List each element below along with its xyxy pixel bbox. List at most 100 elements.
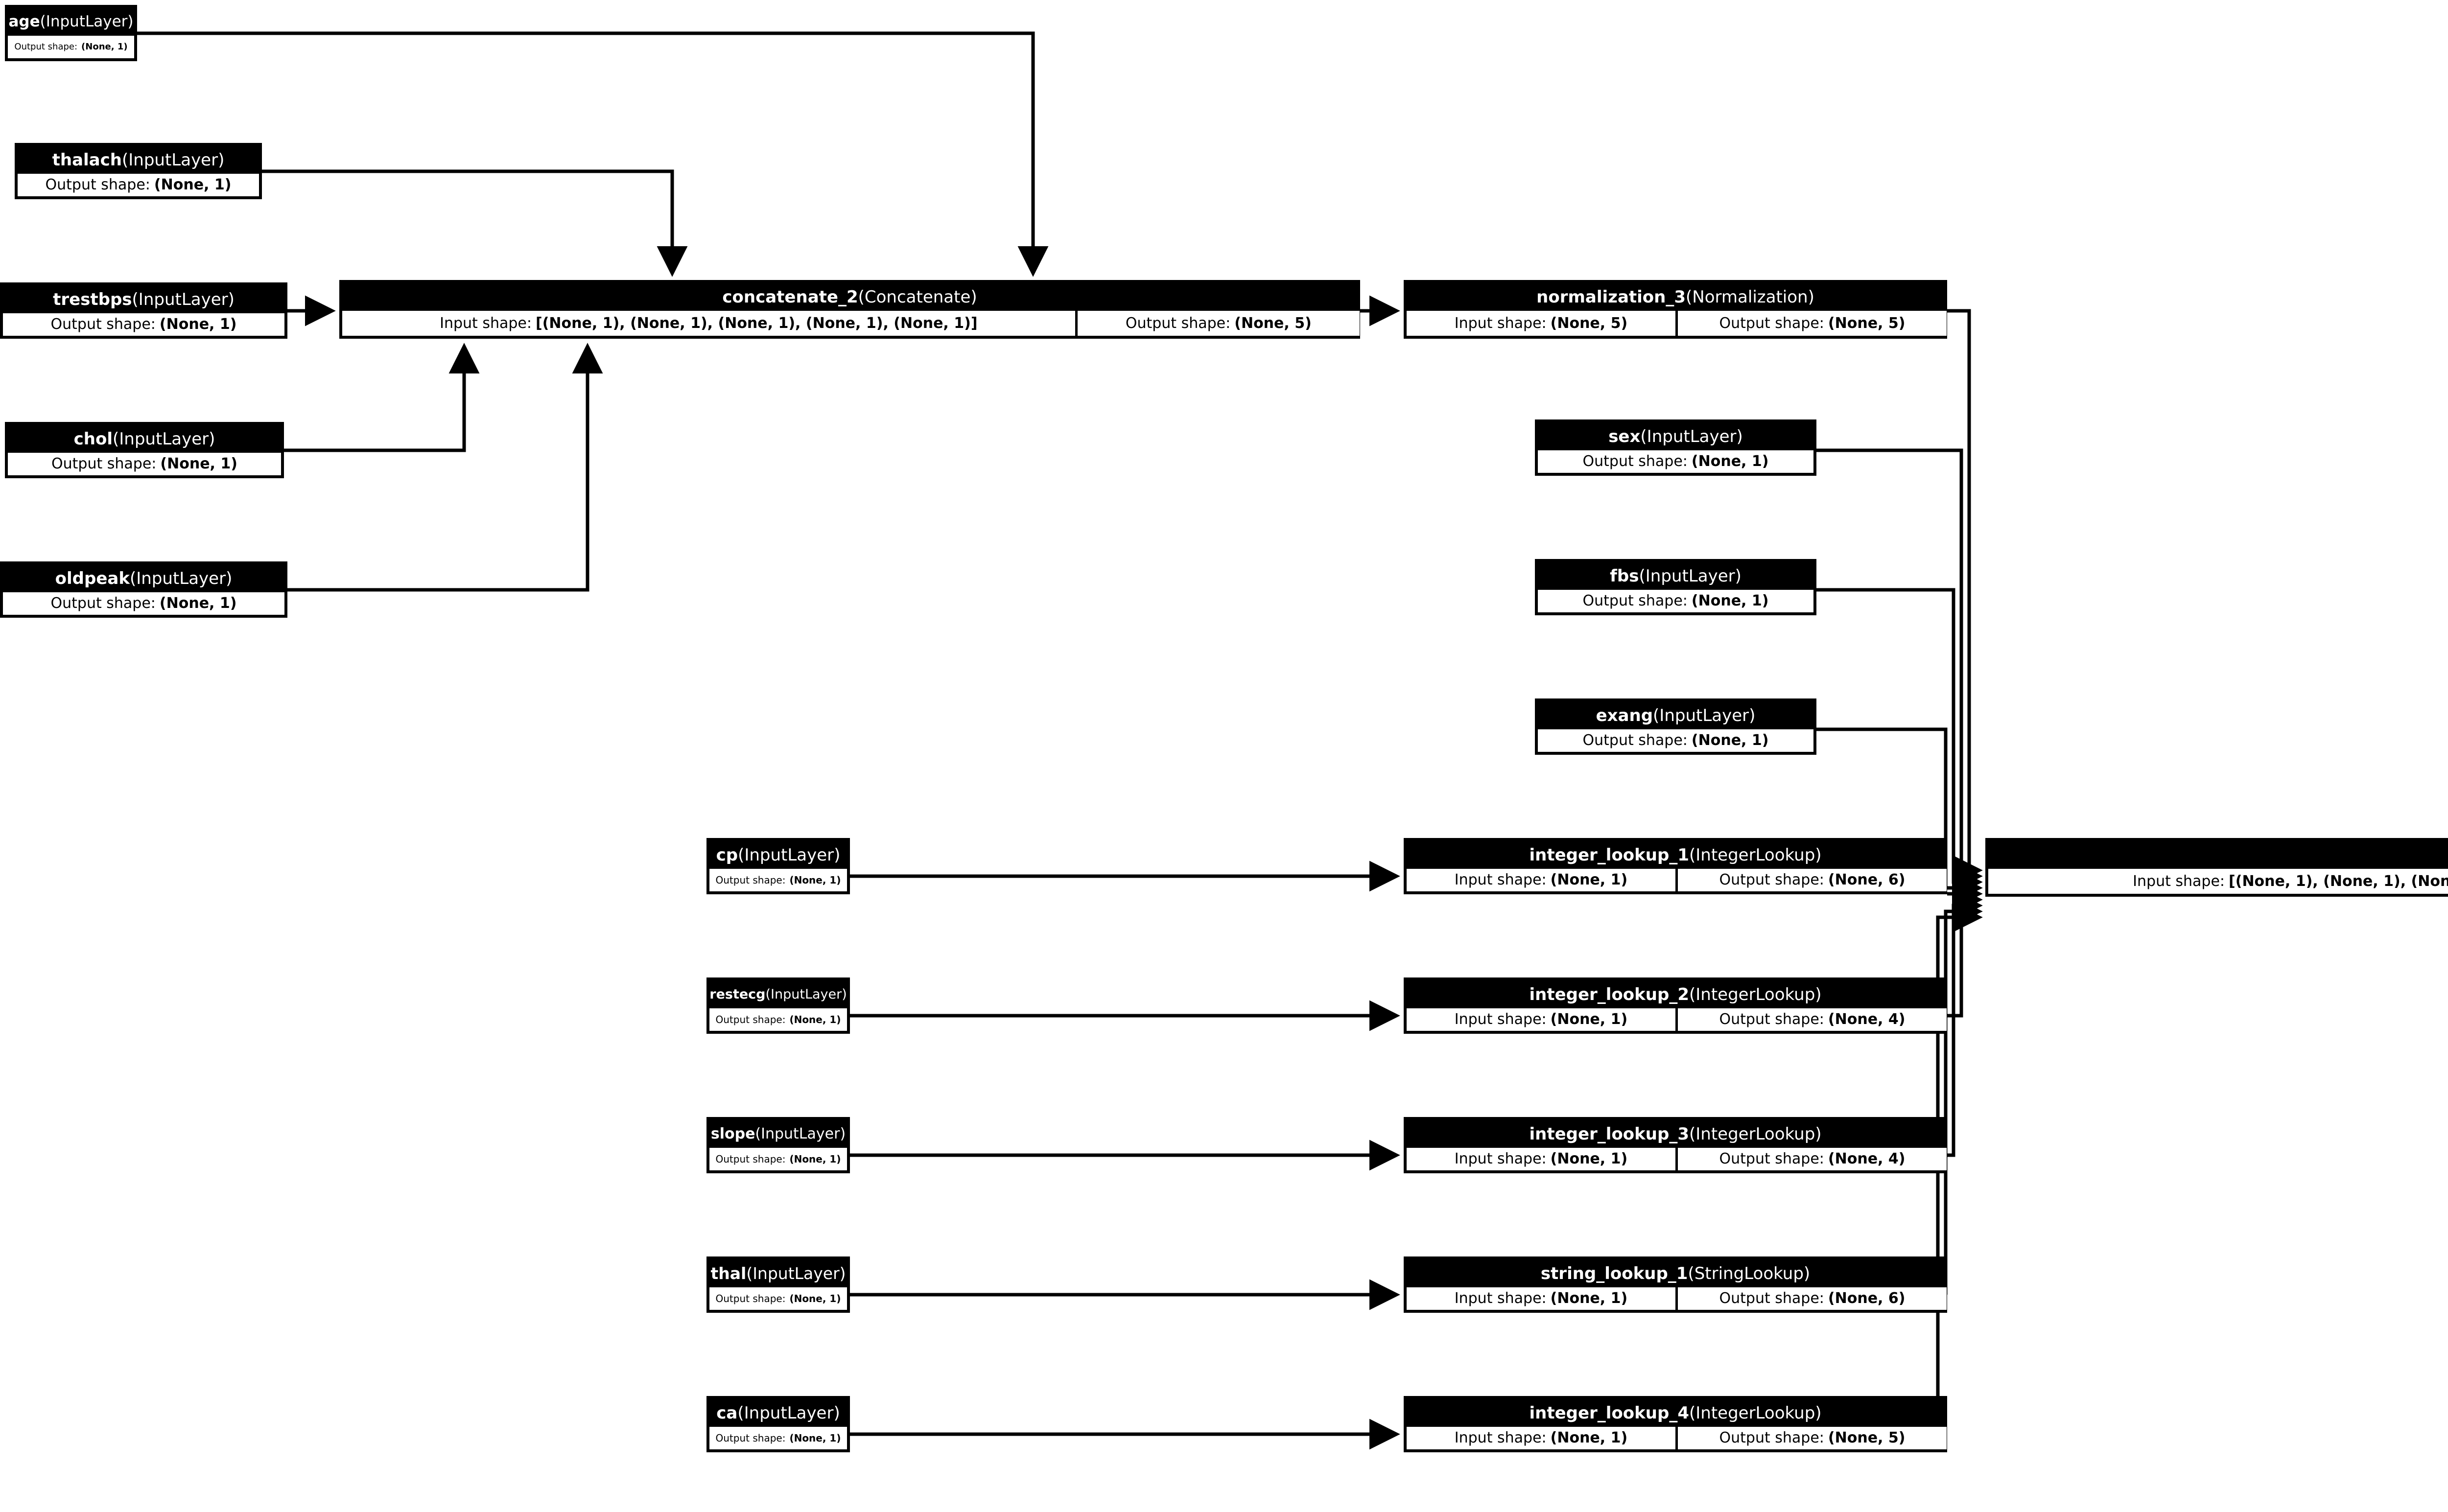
node-restecg[interactable]: restecg (InputLayer)Output shape:(None, … <box>706 977 850 1034</box>
output-shape-value: (None, 1) <box>81 42 128 52</box>
node-title-thalach: thalach (InputLayer) <box>18 146 259 174</box>
node-layer-class: (InputLayer) <box>746 1264 846 1283</box>
node-output-shape-cell: Output shape:(None, 1) <box>3 592 284 615</box>
output-shape-label: Output shape: <box>51 455 157 472</box>
node-layer-class: (IntegerLookup) <box>1689 845 1822 865</box>
node-integer_lookup_1[interactable]: integer_lookup_1 (IntegerLookup)Input sh… <box>1404 838 1947 894</box>
node-layer-class: (InputLayer) <box>1653 705 1756 725</box>
node-output-shape-cell: Output shape:(None, 1) <box>1538 590 1813 612</box>
output-shape-label: Output shape: <box>1582 732 1688 749</box>
node-input-shape-cell: Input shape:(None, 1) <box>1407 869 1675 891</box>
node-body-thal: Output shape:(None, 1) <box>709 1287 847 1310</box>
output-shape-value: (None, 5) <box>1828 1429 1906 1446</box>
node-layer-name: integer_lookup_1 <box>1529 845 1689 865</box>
input-shape-label: Input shape: <box>1454 314 1547 332</box>
node-layer-name: sex <box>1608 426 1641 446</box>
node-title-slope: slope (InputLayer) <box>709 1120 847 1148</box>
node-layer-class: (IntegerLookup) <box>1689 1403 1822 1423</box>
output-shape-value: (None, 1) <box>1691 453 1769 470</box>
node-ca[interactable]: ca (InputLayer)Output shape:(None, 1) <box>706 1396 850 1452</box>
node-thalach[interactable]: thalach (InputLayer)Output shape:(None, … <box>15 143 262 199</box>
node-sex[interactable]: sex (InputLayer)Output shape:(None, 1) <box>1535 419 1816 476</box>
node-output-shape-cell: Output shape:(None, 1) <box>3 313 284 336</box>
node-body-cp: Output shape:(None, 1) <box>709 869 847 891</box>
node-string_lookup_1[interactable]: string_lookup_1 (StringLookup)Input shap… <box>1404 1256 1947 1313</box>
output-shape-label: Output shape: <box>715 874 786 886</box>
node-body-integer_lookup_3: Input shape:(None, 1)Output shape:(None,… <box>1407 1148 1947 1170</box>
output-shape-label: Output shape: <box>1719 1290 1824 1307</box>
node-output-shape-cell: Output shape:(None, 1) <box>709 1427 847 1449</box>
node-chol[interactable]: chol (InputLayer)Output shape:(None, 1) <box>5 422 284 478</box>
node-normalization_3[interactable]: normalization_3 (Normalization) Input sha… <box>1404 280 1947 339</box>
input-shape-label: Input shape: <box>1454 1429 1547 1446</box>
node-title-integer_lookup_1: integer_lookup_1 (IntegerLookup) <box>1407 841 1944 869</box>
output-shape-label: Output shape: <box>50 595 156 612</box>
output-shape-value: (None, 1) <box>789 1014 841 1025</box>
node-integer_lookup_4[interactable]: integer_lookup_4 (IntegerLookup)Input sh… <box>1404 1396 1947 1452</box>
output-shape-label: Output shape: <box>715 1432 786 1444</box>
node-trestbps[interactable]: trestbps (InputLayer)Output shape:(None,… <box>0 282 287 339</box>
input-shape-value: (None, 1) <box>1550 1429 1628 1446</box>
output-shape-value: (None, 1) <box>159 316 237 333</box>
input-shape-label: Input shape: <box>1454 1011 1547 1028</box>
node-layer-class: (InputLayer) <box>765 987 847 1002</box>
node-layer-class: (Normalization) <box>1686 287 1814 307</box>
node-output-shape-cell: Output shape:(None, 4) <box>1678 1008 1947 1031</box>
output-shape-value: (None, 6) <box>1828 871 1906 888</box>
node-title-ca: ca (InputLayer) <box>709 1399 847 1427</box>
node-title-thal: thal (InputLayer) <box>709 1259 847 1287</box>
node-output-shape-cell: Output shape:(None, 5) <box>1077 311 1360 336</box>
node-title-normalization_3: normalization_3 (Normalization) <box>1407 283 1944 311</box>
output-shape-value: (None, 1) <box>160 455 237 472</box>
input-shape-value: [(None, 1), (None, 1), (None, 1), (None,… <box>2229 872 2448 890</box>
node-title-concatenate_3: concatenate_3 (Concatenate) <box>1988 841 2448 869</box>
node-output-shape-cell: Output shape:(None, 5) <box>1678 1427 1947 1449</box>
node-age[interactable]: age (InputLayer)Output shape:(None, 1) <box>5 5 137 61</box>
node-input-shape-cell: Input shape:[(None, 1), (None, 1), (None… <box>342 311 1075 336</box>
node-input-shape-cell: Input shape:(None, 1) <box>1407 1427 1675 1449</box>
output-shape-label: Output shape: <box>1719 1150 1824 1167</box>
edge-chol-to-concatenate-2 <box>284 343 480 452</box>
node-integer_lookup_3[interactable]: integer_lookup_3 (IntegerLookup)Input sh… <box>1404 1117 1947 1173</box>
node-concatenate_2[interactable]: concatenate_2 (Concatenate)Input shape:[… <box>339 280 1360 339</box>
node-layer-class: (InputLayer) <box>738 845 841 865</box>
node-title-integer_lookup_2: integer_lookup_2 (IntegerLookup) <box>1407 980 1944 1008</box>
node-body-thalach: Output shape:(None, 1) <box>18 174 259 196</box>
node-integer_lookup_2[interactable]: integer_lookup_2 (IntegerLookup) Input sh… <box>1404 977 1947 1034</box>
node-thal[interactable]: thal (InputLayer)Output shape:(None, 1) <box>706 1256 850 1313</box>
output-shape-label: Output shape: <box>1582 453 1688 470</box>
output-shape-value: (None, 1) <box>1691 592 1769 609</box>
node-layer-name: cp <box>716 845 738 865</box>
node-oldpeak[interactable]: oldpeak (InputLayer)Output shape:(None, … <box>0 561 287 618</box>
input-shape-value: (None, 5) <box>1550 314 1628 332</box>
node-body-concatenate_3: Input shape:[(None, 1), (None, 1), (None… <box>1988 869 2448 894</box>
edge-sex-to-concatenate-3 <box>1816 448 1983 892</box>
node-body-oldpeak: Output shape:(None, 1) <box>3 592 284 615</box>
output-shape-label: Output shape: <box>1719 314 1824 332</box>
node-title-integer_lookup_3: integer_lookup_3 (IntegerLookup) <box>1407 1120 1944 1148</box>
node-body-chol: Output shape:(None, 1) <box>8 453 281 475</box>
node-layer-class: (InputLayer) <box>737 1403 840 1423</box>
input-shape-value: (None, 1) <box>1550 871 1628 888</box>
node-layer-class: (InputLayer) <box>1639 566 1742 586</box>
node-concatenate_3[interactable]: concatenate_3 (Concatenate)Input shape:[… <box>1985 838 2448 897</box>
node-layer-class: (IntegerLookup) <box>1689 984 1822 1004</box>
edge-oldpeak-to-concatenate-2 <box>287 343 603 592</box>
node-layer-name: oldpeak <box>55 568 130 588</box>
node-body-slope: Output shape:(None, 1) <box>709 1148 847 1170</box>
node-layer-class: (InputLayer) <box>132 289 235 309</box>
node-body-normalization_3: Input shape:(None, 5)Output shape:(None,… <box>1407 311 1947 336</box>
node-layer-name: age <box>8 13 40 30</box>
node-body-age: Output shape:(None, 1) <box>8 36 134 58</box>
node-output-shape-cell: Output shape:(None, 1) <box>18 174 259 196</box>
node-slope[interactable]: slope (InputLayer)Output shape:(None, 1) <box>706 1117 850 1173</box>
node-fbs[interactable]: fbs (InputLayer)Output shape:(None, 1) <box>1535 559 1816 615</box>
node-cp[interactable]: cp (InputLayer) Output shape:(None, 1) <box>706 838 850 894</box>
node-output-shape-cell: Output shape:(None, 1) <box>709 1008 847 1031</box>
output-shape-label: Output shape: <box>1719 1429 1824 1446</box>
input-shape-label: Input shape: <box>1454 871 1547 888</box>
node-body-sex: Output shape:(None, 1) <box>1538 450 1813 473</box>
node-exang[interactable]: exang (InputLayer)Output shape:(None, 1) <box>1535 698 1816 755</box>
node-body-exang: Output shape:(None, 1) <box>1538 729 1813 752</box>
node-layer-name: integer_lookup_2 <box>1529 984 1689 1004</box>
